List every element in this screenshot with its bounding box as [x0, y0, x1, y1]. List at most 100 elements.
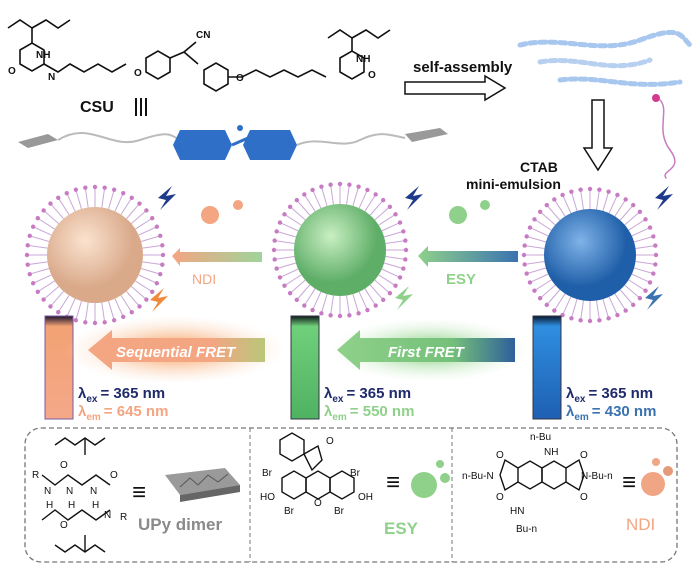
surfactant-tail: [108, 189, 115, 210]
surfactant-tail: [50, 203, 64, 220]
surfactant-tail: [140, 235, 161, 242]
surfactant-head: [606, 189, 611, 194]
surfactant-tail: [142, 244, 163, 249]
surfactant-head: [631, 202, 636, 208]
surfactant-head: [158, 271, 163, 277]
svg-text:Br: Br: [350, 468, 361, 479]
surfactant-tail: [364, 288, 377, 306]
surfactant-head: [137, 201, 142, 206]
svg-text:HN: HN: [510, 506, 524, 517]
surfactant-tail: [138, 274, 158, 284]
surfactant-head: [150, 216, 155, 221]
sequential-fret-arrow: [88, 330, 265, 370]
surfactant-tail: [570, 191, 578, 212]
surfactant-tail: [631, 227, 651, 237]
surfactant-tail: [66, 192, 76, 212]
surfactant-tail: [84, 187, 89, 208]
esy-arrow-label: ESY: [446, 271, 476, 288]
csu-atom-labels: NH O N O CN O NH O: [8, 30, 376, 84]
surfactant-head: [524, 271, 529, 276]
uv-excitation-lightning-icon: [158, 186, 673, 210]
svg-text:CN: CN: [196, 30, 210, 41]
surfactant-head: [544, 202, 549, 208]
svg-text:N: N: [104, 510, 111, 521]
svg-text:N-Bu-n: N-Bu-n: [581, 471, 613, 482]
excitation-wavelength: λex= 365 nm: [566, 385, 653, 405]
surfactant-head: [35, 289, 40, 294]
surfactant-tail: [114, 298, 124, 318]
surfactant-tail: [32, 226, 52, 236]
first-fret-arrow: [337, 330, 515, 370]
surfactant-tail: [43, 286, 60, 300]
surfactant-head: [365, 307, 370, 313]
svg-text:NH: NH: [36, 50, 50, 61]
surfactant-head: [393, 212, 398, 217]
surfactant-head: [647, 225, 653, 230]
surfactant-head: [287, 291, 293, 296]
surfactant-head: [282, 283, 287, 288]
surfactant-head: [282, 212, 287, 217]
surfactant-head: [653, 252, 659, 258]
surfactant-tail: [312, 291, 322, 311]
svg-text:R: R: [120, 512, 127, 523]
surfactant-head: [524, 234, 529, 239]
surfactant-tail: [274, 240, 295, 244]
surfactant-tail: [562, 194, 572, 214]
surfactant-tail: [296, 199, 311, 216]
emission-wavelength: λem= 645 nm: [78, 403, 168, 423]
ndi-arrow-label: NDI: [192, 271, 216, 287]
svg-text:R: R: [32, 470, 39, 481]
surfactant-tail: [330, 184, 334, 205]
surfactant-head: [544, 302, 549, 308]
surfactant-head: [537, 209, 543, 214]
surfactant-tail: [320, 293, 328, 314]
surfactant-head: [129, 195, 134, 200]
surfactant-head: [272, 238, 277, 243]
svg-text:O: O: [326, 436, 334, 447]
surfactant-head: [41, 297, 46, 302]
surfactant-tail: [383, 230, 404, 238]
surfactant-head: [277, 220, 283, 225]
surfactant-tail: [608, 296, 618, 316]
equivalence-icon: ≡: [132, 479, 146, 506]
svg-text:N: N: [90, 486, 97, 497]
surfactant-head: [381, 297, 386, 303]
surfactant-head: [24, 252, 30, 258]
surfactant-tail: [50, 290, 64, 307]
csu-nanoparticle: [544, 209, 636, 301]
esy-dye-icon: [411, 460, 450, 498]
assembled-fibers: [517, 29, 693, 179]
svg-text:n-Bu: n-Bu: [530, 432, 551, 443]
surfactant-tail: [374, 206, 391, 221]
surfactant-head: [25, 262, 30, 267]
surfactant-head: [552, 308, 557, 313]
surfactant-head: [302, 192, 307, 197]
surfactant-tail: [101, 187, 106, 208]
surfactant-tail: [369, 284, 384, 301]
legend-box: [24, 427, 678, 563]
surfactant-tail: [75, 300, 82, 321]
surfactant-head: [160, 243, 165, 248]
surfactant-tail: [631, 273, 651, 283]
svg-text:N: N: [66, 486, 73, 497]
surfactant-tail: [276, 230, 297, 238]
csu-cartoon: [18, 125, 448, 160]
surfactant-tail: [534, 218, 552, 231]
surfactant-tail: [140, 268, 161, 275]
ndi-dye-icon: [201, 200, 243, 224]
surfactant-tail: [289, 279, 306, 294]
surfactant-head: [643, 217, 648, 222]
vial-csu: [532, 315, 562, 420]
upy-dimer-label: UPy dimer: [138, 515, 222, 534]
surfactant-head: [271, 247, 277, 253]
surfactant-tail: [524, 261, 545, 265]
surfactant-tail: [635, 261, 656, 265]
svg-text:n-Bu-N: n-Bu-N: [462, 471, 494, 482]
svg-text:Br: Br: [284, 506, 295, 517]
surfactant-tail: [570, 298, 578, 319]
surfactant-head: [522, 243, 527, 248]
surfactant-tail: [633, 235, 654, 243]
surfactant-head: [27, 233, 32, 239]
surfactant-head: [532, 288, 537, 293]
csu-label: CSU: [80, 99, 114, 116]
